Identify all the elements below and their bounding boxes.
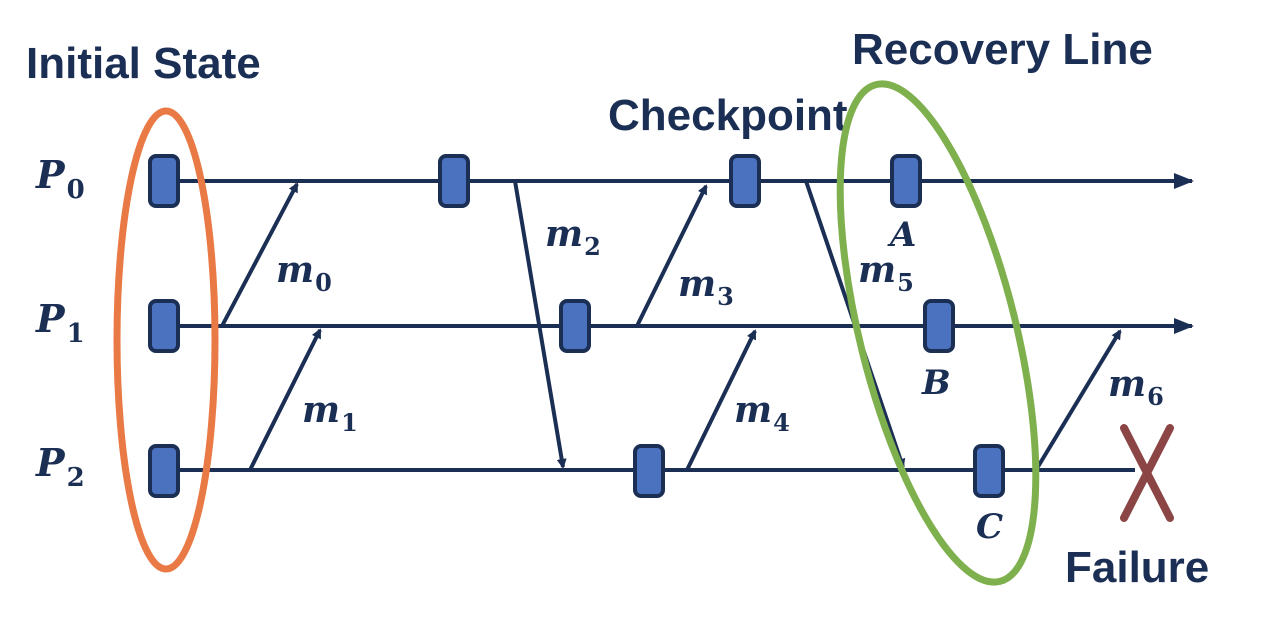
message-m0-arrow [220, 182, 299, 327]
process-label-p1: P1 [35, 296, 85, 349]
initial-state-label: Initial State [26, 39, 261, 88]
process-label-p0: P0 [35, 152, 85, 205]
message-m6-arrow [1034, 329, 1122, 472]
checkpoint-p0-2 [438, 154, 470, 208]
recovery-line-ellipse [836, 80, 1040, 586]
checkpoint-c [973, 444, 1005, 498]
checkpoint-p2-2 [633, 444, 665, 498]
checkpoint-a [890, 154, 922, 208]
message-label-m1: m1 [302, 389, 358, 437]
message-m4-arrow [685, 329, 757, 471]
checkpoint-p1-2 [559, 299, 591, 353]
checkpoint-p2-initial [148, 444, 180, 498]
recovery-line-label: Recovery Line [852, 25, 1153, 74]
checkpoint-p0-3 [729, 154, 761, 208]
message-m3-arrow [635, 184, 708, 327]
message-label-m3: m3 [678, 263, 734, 311]
checkpoint-p1-initial [148, 299, 180, 353]
message-label-m2: m2 [545, 213, 601, 261]
message-m1-arrow [248, 328, 322, 471]
checkpoint-tag-b: B [921, 363, 951, 403]
message-label-m5: m5 [858, 249, 914, 297]
failure-label: Failure [1065, 543, 1209, 592]
initial-state-ellipse [113, 107, 219, 573]
failure-x-icon [1120, 424, 1174, 522]
checkpoint-label: Checkpoint [608, 91, 848, 140]
checkpoint-b [923, 299, 955, 353]
checkpoint-tag-c: C [976, 507, 1003, 547]
checkpoint-tag-a: A [887, 215, 916, 255]
message-label-m4: m4 [734, 389, 790, 437]
checkpoint-p0-initial [148, 154, 180, 208]
process-label-p2: P2 [35, 440, 85, 493]
message-label-m6: m6 [1108, 363, 1164, 411]
message-m2-arrow [513, 180, 567, 469]
message-label-m0: m0 [276, 249, 332, 297]
